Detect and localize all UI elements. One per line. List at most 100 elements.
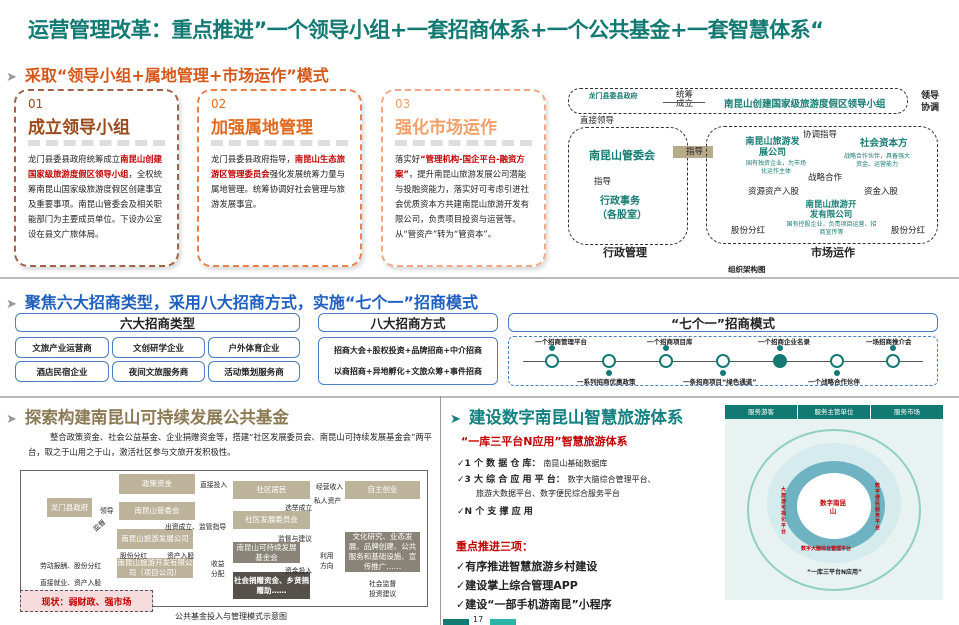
card-number: 02 xyxy=(211,97,227,111)
item-desc: 旅游大数据平台、数字便民综合服务平台 xyxy=(476,489,620,498)
flow-label: 劳动报酬、股份分红 xyxy=(40,562,102,570)
org-label: 资金入股 xyxy=(864,187,899,197)
arrow-line xyxy=(663,102,705,103)
promotion-icon xyxy=(886,354,900,368)
org-caption: 组织架构图 xyxy=(728,265,766,274)
divider xyxy=(0,396,959,398)
box-residents: 社区居民 xyxy=(233,481,310,499)
status-box: 现状：弱财政、强市场 xyxy=(20,590,153,612)
focus-text: 有序推进智慧旅游乡村建设 xyxy=(465,560,598,573)
focus-item: ✓有序推进智慧旅游乡村建设 xyxy=(456,560,598,573)
leadership-box xyxy=(568,88,908,114)
methods-header: 八大招商方式 xyxy=(318,313,498,332)
type-cell: 文旅产业运营商 xyxy=(15,337,109,358)
dot xyxy=(834,370,840,376)
arrow-bullet-icon: ➤ xyxy=(450,412,461,427)
arrow-bullet-icon: ➤ xyxy=(6,412,17,427)
card-highlight: 南昆山创建国家级旅游度假区领导小组 xyxy=(28,154,162,179)
seven-label: 一个招商项目库 xyxy=(647,338,693,346)
divider xyxy=(440,396,441,625)
policy-icon xyxy=(602,354,616,368)
box-startup: 自主创业 xyxy=(345,481,420,499)
flow-label: 出资成立、监管指导 xyxy=(165,523,227,531)
project-library-icon xyxy=(659,354,673,368)
type-cell: 户外体育企业 xyxy=(208,337,300,358)
item-label: 3 大 综 合 应 用 平 台： xyxy=(464,475,565,485)
dot xyxy=(549,345,555,351)
item-label: N 个 支 撑 应 用 xyxy=(464,507,533,517)
dot xyxy=(663,345,669,351)
flow-label: 选举成立 xyxy=(285,504,313,512)
admin-box xyxy=(568,127,688,245)
card-text: ，提升南昆山旅游发展公司潜能与投融资能力，落实好可考虑引进社会优质资本方共建南昆… xyxy=(395,169,529,239)
org-label: 股份分红 xyxy=(891,226,926,236)
seven-box xyxy=(508,336,938,386)
guide-arrow-icon xyxy=(673,146,713,158)
org-note: 国有控股企业，负责项目运营、招商宣传等 xyxy=(786,221,877,236)
card-body: 龙门县委县政府指导，南昆山生态旅游区管理委员会强化发展统筹力量与属地管理。统筹协… xyxy=(211,152,348,212)
market-box xyxy=(706,126,938,244)
dot xyxy=(777,345,783,351)
seven-label: 一系列招商优惠政策 xyxy=(577,378,636,386)
arrow-bullet-icon: ➤ xyxy=(6,70,17,85)
card-title: 成立领导小组 xyxy=(28,113,165,146)
box-fund: 南昆山可持续发展基金会 xyxy=(233,542,300,563)
type-cell: 酒店民宿企业 xyxy=(15,361,109,382)
card-territorial-management: 02 加强属地管理 龙门县委县政府指导，南昆山生态旅游区管理委员会强化发展统筹力… xyxy=(197,89,362,267)
org-admin: 行政事务 xyxy=(600,196,640,207)
fund-intro: 整合政策资金、社会公益基金、企业捐赠资金等，搭建“社区发展委员会、南昆山可持续发… xyxy=(28,432,432,457)
card-text: 龙门县委县政府统筹成立 xyxy=(28,154,121,164)
flow-label: 监督与建议 xyxy=(278,535,312,543)
method-line: 招商大会+股权投资+品牌招商+中介招商 xyxy=(333,346,483,355)
flow-label: 经营收入 xyxy=(316,483,344,491)
page-title: 运营管理改革：重点推进”一个领导小组+一套招商体系+一个公共基金+一套智慧体系“ xyxy=(28,18,824,42)
diagram-frame xyxy=(20,470,428,607)
focus-text: 建设掌上综合管理APP xyxy=(465,579,578,592)
org-market: 市场运作 xyxy=(811,246,855,259)
org-dev-co: 南昆山旅游发展公司 xyxy=(745,137,800,158)
section-heading-smart: ➤建设数字南昆山智慧旅游体系 xyxy=(450,404,683,428)
card-highlight: 南昆山生态旅游区管理委员会 xyxy=(211,154,345,179)
methods-box: 招商大会+股权投资+品牌招商+中介招商 以商招商+异地孵化+文旅众筹+事件招商 xyxy=(318,337,498,385)
flow-label: 社会监督投资建议 xyxy=(369,580,397,598)
org-social: 社会资本方 xyxy=(860,138,908,149)
card-title: 强化市场运作 xyxy=(395,113,532,146)
divider xyxy=(0,277,959,279)
focus-text: 建设“一部手机游南昆”小程序 xyxy=(465,598,612,611)
section-heading-text: 探索构建南昆山可持续发展公共基金 xyxy=(24,408,289,427)
arrow-bullet-icon: ➤ xyxy=(6,297,17,312)
section-heading-text: 采取“领导小组+属地管理+市场运作”模式 xyxy=(24,66,329,85)
types-header: 六大招商类型 xyxy=(15,313,300,332)
wheel-tab: 服务游客 xyxy=(725,405,798,419)
org-label: 指导 xyxy=(594,177,612,187)
item-desc: 数字大脑综合管理平台、 xyxy=(567,475,656,484)
dot xyxy=(720,370,726,376)
box-community: 社区发展委员会 xyxy=(233,511,310,529)
seven-label: 一场招商推介会 xyxy=(866,338,912,346)
page-number: 17 xyxy=(473,615,484,624)
card-text: 落实好 xyxy=(395,154,421,164)
box-policy-fund: 政策资金 xyxy=(119,474,195,494)
box-committee: 南昆山管委会 xyxy=(119,502,195,520)
seven-label: 一条招商项目“绿色通道” xyxy=(683,378,757,386)
directory-icon xyxy=(773,354,787,368)
flow-label: 领导 xyxy=(100,507,114,515)
org-admin-mgmt: 行政管理 xyxy=(603,246,647,259)
smart-item: ✓N 个 支 撑 应 用 xyxy=(457,507,533,517)
wheel-tab: 服务主管单位 xyxy=(798,405,871,419)
wheel-tabs: 服务游客 服务主管单位 服务市场 xyxy=(725,405,943,419)
section-heading-fund: ➤ 探索构建南昆山可持续发展公共基金 xyxy=(6,404,289,428)
green-channel-icon xyxy=(716,354,730,368)
footer-bar xyxy=(490,619,516,625)
outer-ring xyxy=(747,429,921,591)
org-label: 股份分红 xyxy=(731,226,766,236)
wheel-tab: 服务市场 xyxy=(894,408,920,416)
smart-item: ✓1 个 数 据 仓 库： 南昆山基础数据库 xyxy=(457,459,608,469)
smart-tourism-wheel: 服务游客 服务主管单位 服务市场 数字南昆山 大旅游可视化平台 数字便民服务平台… xyxy=(725,405,943,600)
wheel-arc-label: 数字大脑综合管理平台 xyxy=(801,546,852,552)
dot xyxy=(606,370,612,376)
org-label: 资源资产入股 xyxy=(748,187,800,197)
focus-item: ✓建设“一部手机游南昆”小程序 xyxy=(456,598,612,611)
card-title: 加强属地管理 xyxy=(211,113,348,146)
focus-title: 重点推进三项： xyxy=(456,540,533,553)
